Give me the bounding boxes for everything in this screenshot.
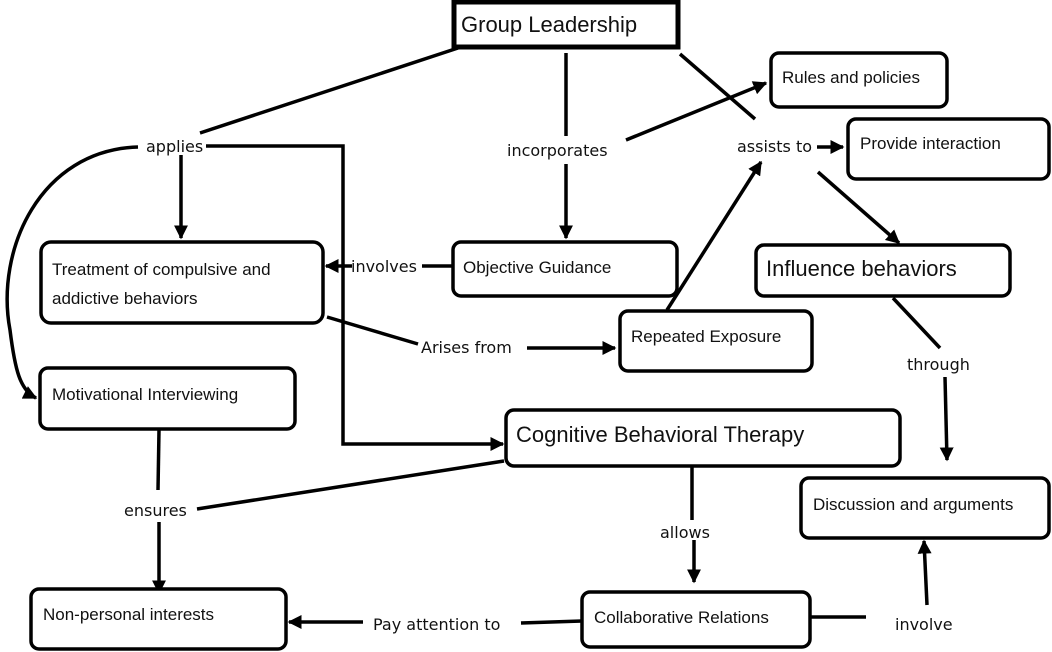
link-label-allows: allows: [660, 523, 710, 542]
edge-leadership-applies: [199, 46, 459, 135]
edge-assists-influence: [816, 170, 901, 245]
node-label: Discussion and arguments: [813, 495, 1013, 514]
link-label-incorporates: incorporates: [507, 141, 608, 160]
node-treatment[interactable]: Treatment of compulsive and addictive be…: [39, 240, 325, 325]
edge-incorporates-rules: [625, 81, 768, 142]
node-group-leadership[interactable]: Group Leadership: [451, 0, 681, 50]
node-label-line1: Treatment of compulsive and: [52, 260, 271, 279]
node-influence-behaviors[interactable]: Influence behaviors: [754, 243, 1012, 298]
edge-involve-discussion: [917, 539, 932, 606]
node-collaborative-relations[interactable]: Collaborative Relations: [580, 590, 812, 649]
edge-motivational-ensures: [156, 429, 161, 491]
node-motivational-interviewing[interactable]: Motivational Interviewing: [38, 366, 297, 431]
node-label: Cognitive Behavioral Therapy: [516, 422, 804, 447]
node-provide-interaction[interactable]: Provide interaction: [846, 117, 1051, 181]
edge-through-discussion: [939, 376, 954, 462]
link-label-ensures: ensures: [124, 501, 187, 520]
node-label: Provide interaction: [860, 134, 1001, 153]
node-label: Non-personal interests: [43, 605, 214, 624]
node-rules-policies[interactable]: Rules and policies: [769, 51, 949, 109]
node-discussion-arguments[interactable]: Discussion and arguments: [799, 476, 1051, 540]
link-label-through: through: [907, 355, 970, 374]
node-repeated-exposure[interactable]: Repeated Exposure: [618, 309, 814, 373]
edge-exposure-assists: [665, 160, 763, 311]
node-label: Motivational Interviewing: [52, 385, 238, 404]
edge-treatment-arises: [326, 315, 419, 346]
node-label: Objective Guidance: [463, 258, 611, 277]
node-label-line2: addictive behaviors: [52, 289, 198, 308]
edge-influence-through: [891, 296, 942, 350]
link-label-arises-from: Arises from: [421, 338, 512, 357]
node-label: Repeated Exposure: [631, 327, 781, 346]
edge-leadership-assists: [678, 52, 757, 121]
node-label: Collaborative Relations: [594, 608, 769, 627]
edge-collab-payattention: [520, 619, 583, 625]
node-objective-guidance[interactable]: Objective Guidance: [451, 240, 679, 298]
node-label: Group Leadership: [461, 12, 637, 37]
node-label: Influence behaviors: [766, 256, 957, 281]
node-non-personal-interests[interactable]: Non-personal interests: [29, 587, 288, 651]
edge-applies-motivational: [5, 145, 139, 400]
link-label-applies: applies: [146, 137, 203, 156]
node-cbt[interactable]: Cognitive Behavioral Therapy: [504, 408, 902, 468]
edges: [5, 46, 954, 629]
link-label-involves: involves: [351, 257, 417, 276]
link-label-assists-to: assists to: [737, 137, 812, 156]
link-label-involve: involve: [895, 615, 953, 634]
edge-applies-cbt: [206, 144, 505, 451]
link-label-pay-attention-to: Pay attention to: [373, 615, 500, 634]
edge-cbt-ensures: [196, 459, 505, 511]
node-label: Rules and policies: [782, 68, 920, 87]
